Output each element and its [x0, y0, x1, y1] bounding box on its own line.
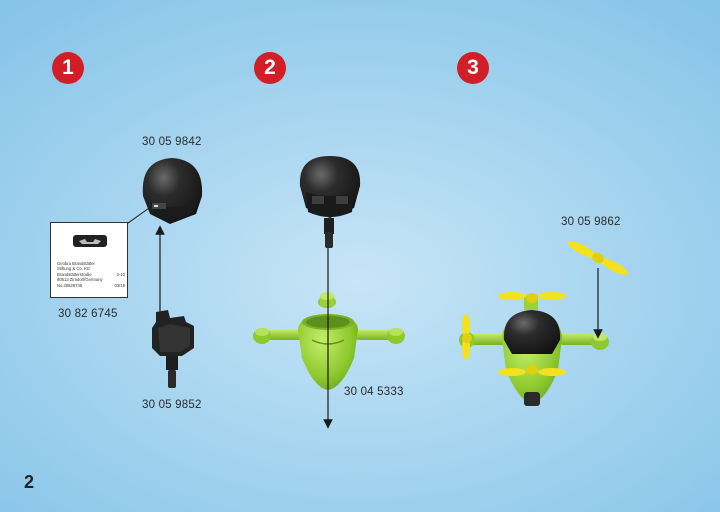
label-line-5a: No.30826745 [57, 282, 83, 288]
label-line-3b: 2-10 [116, 271, 125, 277]
step-2-helmet [299, 156, 361, 248]
step-3-loose-propeller [567, 241, 629, 275]
step-3-propeller-left [462, 314, 472, 360]
step-1-visor-mount [152, 310, 194, 388]
step-3-propeller-bottom [498, 365, 566, 376]
label-line-3a: Brandstätterstraße [57, 271, 92, 277]
part-number-drone-body: 30 04 5333 [344, 386, 404, 398]
label-logo-icon [73, 235, 107, 247]
step-1-badge: 1 [52, 52, 84, 84]
step-2-badge: 2 [254, 52, 286, 84]
step-1-helmet [142, 158, 203, 224]
step-3-drone [459, 296, 609, 406]
label-line-4: 90513 Zirndorf/Germany [57, 277, 103, 283]
label-sticker: Geobra Brandstätter Stiftung & Co. KG Br… [50, 222, 128, 298]
step-2-drone-body [253, 292, 405, 390]
step-3-propeller-top [498, 292, 566, 303]
part-number-label: 30 82 6745 [58, 308, 118, 320]
label-line-1: Geobra Brandstätter [57, 261, 95, 266]
label-line-2: Stiftung & Co. KG [57, 266, 91, 272]
part-number-propeller: 30 05 9862 [561, 216, 621, 228]
part-number-visor-mount: 30 05 9852 [142, 399, 202, 411]
page-number: 2 [24, 472, 35, 492]
label-line-5b: 03/19 [114, 282, 125, 288]
step-3-badge: 3 [457, 52, 489, 84]
part-number-helmet: 30 05 9842 [142, 136, 202, 148]
